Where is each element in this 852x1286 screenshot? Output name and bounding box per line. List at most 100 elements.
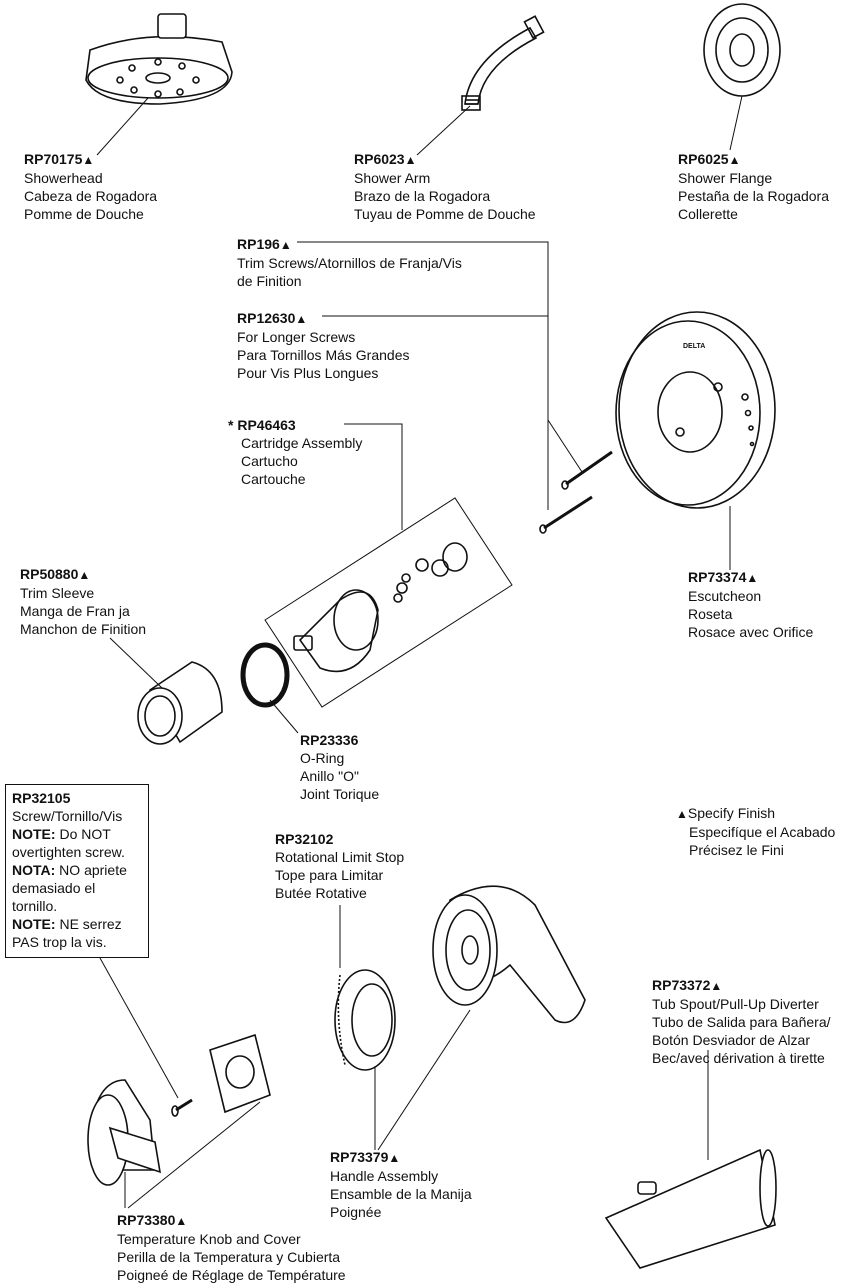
note-label-en: NOTE: — [12, 826, 56, 842]
part-number: RP23336 — [300, 732, 359, 748]
finish-triangle-icon: ▲ — [710, 979, 723, 993]
part-number: RP73380 — [117, 1212, 176, 1228]
part-name-en: Handle Assembly — [330, 1168, 439, 1184]
part-number: RP70175 — [24, 151, 83, 167]
note-fr-text: NE serrez — [55, 916, 122, 932]
note-es-text-2: demasiado el — [12, 880, 96, 896]
legend-line-en: Specify Finish — [687, 805, 776, 821]
note-label-es: NOTA: — [12, 862, 56, 878]
part-name-fr: Joint Torique — [300, 786, 380, 802]
part-name-fr: Pour Vis Plus Longues — [237, 365, 379, 381]
part-number: RP6025 — [678, 151, 729, 167]
note-en-text-2: overtighten screw. — [12, 844, 125, 860]
asterisk-mark: * — [228, 417, 234, 433]
part-number: RP73379 — [330, 1149, 389, 1165]
part-name-es: Perilla de la Temperatura y Cubierta — [117, 1249, 341, 1265]
part-name-es: Manga de Fran ja — [20, 603, 130, 619]
part-label-temp-knob: RP73380▲ Temperature Knob and Cover Peri… — [117, 1211, 346, 1284]
part-name-en: Cartridge Assembly — [241, 435, 363, 451]
part-name-en: O-Ring — [300, 750, 345, 766]
finish-triangle-icon: ▲ — [175, 1214, 188, 1228]
tub-spout-illustration — [604, 1050, 777, 1269]
trim-screws-illustration — [539, 450, 613, 534]
part-name-en: Temperature Knob and Cover — [117, 1231, 301, 1247]
part-name-es: Tope para Limitar — [275, 867, 384, 883]
part-label-longer-screws: RP12630▲ For Longer Screws Para Tornillo… — [237, 309, 409, 382]
part-name-en: Trim Sleeve — [20, 585, 95, 601]
trim-sleeve-illustration — [109, 637, 223, 745]
cartridge-illustration — [293, 542, 468, 673]
finish-triangle-icon: ▲ — [78, 568, 91, 582]
part-label-limit-stop: RP32102 Rotational Limit Stop Tope para … — [275, 830, 404, 902]
note-label-fr: NOTE: — [12, 916, 56, 932]
finish-triangle-icon: ▲ — [676, 807, 688, 821]
part-name-fr: Cartouche — [241, 471, 306, 487]
note-en-text: Do NOT — [55, 826, 111, 842]
legend-line-es: Especifíque el Acabado — [689, 824, 836, 840]
part-name-en: Tub Spout/Pull-Up Diverter — [652, 996, 819, 1012]
part-name-en: Showerhead — [24, 170, 103, 186]
part-label-shower-arm: RP6023▲ Shower Arm Brazo de la Rogadora … — [354, 150, 536, 223]
part-name-fr: Poigneé de Réglage de Température — [117, 1267, 346, 1283]
legend-line-fr: Précisez le Fini — [689, 842, 784, 858]
part-name-cont: de Finition — [237, 273, 302, 289]
part-number: RP12630 — [237, 310, 296, 326]
shower-arm-illustration — [461, 15, 545, 111]
part-number: RP50880 — [20, 566, 79, 582]
escutcheon-illustration: DELTA — [615, 311, 776, 509]
part-name-en: For Longer Screws — [237, 329, 356, 345]
finish-triangle-icon: ▲ — [728, 153, 741, 167]
part-name-fr: Pomme de Douche — [24, 206, 144, 222]
part-label-trim-sleeve: RP50880▲ Trim Sleeve Manga de Fran ja Ma… — [20, 565, 146, 638]
note-es-text: NO apriete — [55, 862, 127, 878]
finish-triangle-icon: ▲ — [746, 571, 759, 585]
part-name-es-2: Botón Desviador de Alzar — [652, 1032, 810, 1048]
part-label-shower-flange: RP6025▲ Shower Flange Pestaña de la Roga… — [678, 150, 829, 223]
part-label-showerhead: RP70175▲ Showerhead Cabeza de Rogadora P… — [24, 150, 157, 223]
escutcheon-brand-text: DELTA — [683, 343, 705, 350]
part-name-es: Roseta — [688, 606, 733, 622]
part-name-fr: Manchon de Finition — [20, 621, 147, 637]
part-name-fr: Rosace avec Orifice — [688, 624, 814, 640]
limit-stop-illustration — [334, 905, 396, 1071]
part-name-es: Cartucho — [241, 453, 298, 469]
part-number: RP73372 — [652, 977, 711, 993]
part-name-es: Cabeza de Rogadora — [24, 188, 158, 204]
o-ring-illustration — [240, 642, 299, 734]
part-name-es: Pestaña de la Rogadora — [678, 188, 829, 204]
part-name-fr: Collerette — [678, 206, 738, 222]
part-name-es: Anillo "O" — [300, 768, 359, 784]
part-label-handle-assembly: RP73379▲ Handle Assembly Ensamble de la … — [330, 1148, 472, 1221]
part-name-fr: Tuyau de Pomme de Douche — [354, 206, 536, 222]
part-name-es: Brazo de la Rogadora — [354, 188, 491, 204]
showerhead-illustration — [85, 13, 233, 105]
part-name-es: Ensamble de la Manija — [330, 1186, 472, 1202]
part-name-en: Escutcheon — [688, 588, 762, 604]
part-name-en: Shower Flange — [678, 170, 773, 186]
finish-triangle-icon: ▲ — [279, 238, 292, 252]
part-label-o-ring: RP23336 O-Ring Anillo "O" Joint Torique — [300, 731, 379, 803]
shower-flange-illustration — [703, 3, 781, 97]
part-name: Trim Screws/Atornillos de Franja/Vis — [237, 255, 462, 271]
finish-legend: ▲Specify Finish Especifíque el Acabado P… — [676, 804, 835, 859]
note-es-text-3: tornillo. — [12, 898, 58, 914]
small-screw-illustration — [99, 957, 193, 1117]
part-name-en: Rotational Limit Stop — [275, 849, 405, 865]
part-label-escutcheon: RP73374▲ Escutcheon Roseta Rosace avec O… — [688, 568, 813, 641]
part-number: RP196 — [237, 236, 280, 252]
part-label-cartridge: * RP46463 Cartridge Assembly Cartucho Ca… — [228, 416, 362, 488]
part-number: RP46463 — [237, 417, 296, 433]
part-label-trim-screws: RP196▲ Trim Screws/Atornillos de Franja/… — [237, 235, 462, 290]
finish-triangle-icon: ▲ — [388, 1151, 401, 1165]
part-label-tub-spout: RP73372▲ Tub Spout/Pull-Up Diverter Tubo… — [652, 976, 831, 1067]
part-name-fr: Poignée — [330, 1204, 382, 1220]
part-name-es: Para Tornillos Más Grandes — [237, 347, 410, 363]
finish-triangle-icon: ▲ — [82, 153, 95, 167]
temp-knob-illustration — [87, 1033, 271, 1186]
part-name-en: Shower Arm — [354, 170, 431, 186]
part-number: RP6023 — [354, 151, 405, 167]
part-number: RP73374 — [688, 569, 747, 585]
part-name-fr: Bec/avec dérivation à tirette — [652, 1050, 825, 1066]
screw-note-box: RP32105 Screw/Tornillo/Vis NOTE: Do NOT … — [5, 784, 149, 958]
